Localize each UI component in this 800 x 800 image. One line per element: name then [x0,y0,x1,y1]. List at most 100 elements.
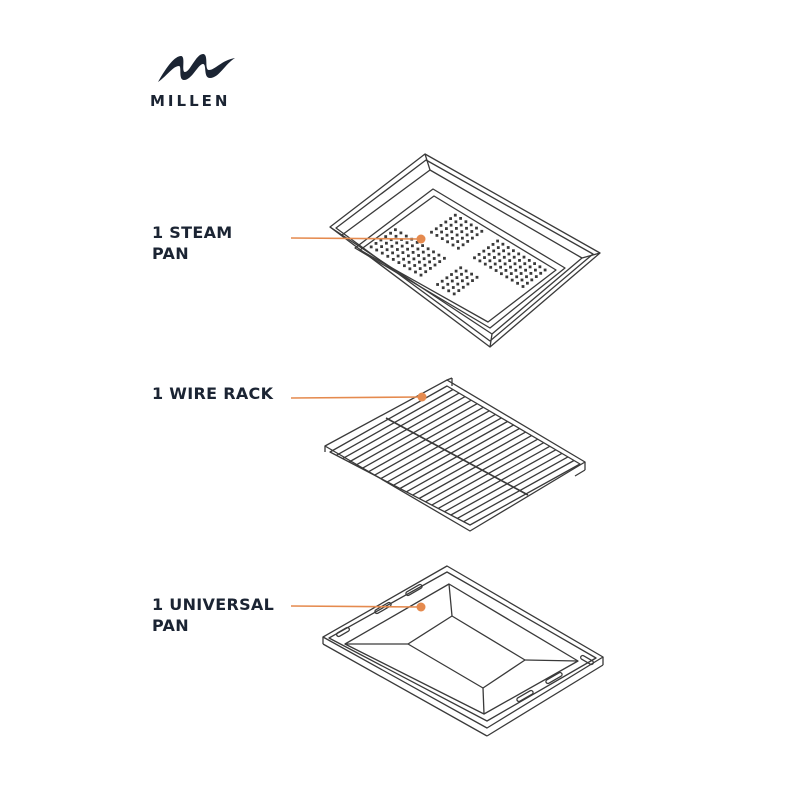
perforation-hole [483,262,487,266]
perforation-hole [411,251,415,254]
perforation-hole [443,256,446,260]
perforation-hole [488,259,492,263]
wire-rack-bar [342,392,460,460]
perforation-hole [493,256,496,259]
perforation-hole [440,279,444,283]
perforation-hole [530,278,534,282]
perforation-hole [494,269,498,272]
perforation-hole [471,279,474,282]
perforation-hole [516,281,519,285]
perforation-hole [543,268,547,272]
perforation-hole [456,240,460,243]
perforation-hole [390,244,394,248]
perforation-hole [492,249,496,253]
perforation-hole [426,247,430,251]
perforation-hole [478,259,482,263]
perforation-hole [450,230,454,234]
perforation-hole [465,233,469,237]
perforation-hole [397,261,401,264]
wire-rack-bar [412,431,526,496]
perforation-hole [506,246,510,249]
perforation-hole [437,253,441,257]
perforation-hole [445,227,448,230]
perforation-hole [473,256,476,260]
perforation-hole [487,246,490,250]
brand-wave-icon [158,54,235,82]
wire-rack-drawing [324,377,586,532]
perforation-hole [475,275,479,279]
perforation-hole [396,248,399,251]
perforation-hole [374,242,378,245]
perforation-hole [491,243,495,246]
perforation-hole [424,270,428,274]
callout-lines [290,234,427,612]
perforation-hole [446,240,449,244]
perforation-hole [514,268,518,272]
wire-rack-bar [386,417,502,483]
perforation-hole [450,279,454,283]
perforation-hole [499,265,502,269]
perforation-hole [430,230,433,234]
perforation-hole [501,242,505,246]
universal-pan-label-line1: 1 UNIVERSAL [152,595,275,614]
perforation-hole [404,234,408,238]
perforation-hole [483,256,486,259]
perforation-hole [451,243,455,247]
perforation-hole [396,254,400,258]
perforation-hole [518,259,521,262]
perforation-hole [440,237,444,240]
perforation-hole [394,228,397,232]
perforation-hole [421,250,425,254]
brand-logo: MILLEN [150,48,245,112]
perforation-hole [402,257,405,261]
perforation-hole [497,252,501,256]
perforation-hole [538,265,542,269]
perforation-hole [369,245,373,249]
perforation-hole [461,285,465,289]
perforation-hole [451,286,455,289]
perforation-hole [503,262,507,266]
perforation-hole [456,282,460,286]
wire-rack-leader [290,396,422,399]
perforation-hole [414,270,417,274]
perforation-hole [412,257,416,261]
perforation-hole [418,267,422,270]
wire-rack-bar [418,435,532,500]
perforation-hole [454,269,458,273]
perforation-hole [464,220,468,224]
perforation-hole [447,289,451,293]
perforation-hole [406,247,409,251]
perforation-hole [395,241,399,245]
perforation-hole [512,249,515,253]
universal-pan-label-line2: PAN [152,616,189,635]
wire-rack-bar [355,399,472,466]
perforation-hole [444,220,448,224]
perforation-hole [411,244,414,248]
wire-rack-label-line1: 1 WIRE RACK [152,384,274,403]
perforation-hole [475,233,479,237]
wire-rack-bar [374,410,490,476]
perforation-hole [403,264,406,268]
perforation-hole [498,259,502,263]
perforation-hole [522,255,526,259]
perforation-hole [459,217,462,220]
universal-pan-drawing [322,565,604,737]
universal-pan-label: 1 UNIVERSAL PAN [152,594,274,636]
perforation-hole [513,262,517,266]
perforation-hole [477,253,481,256]
wire-rack-bar [367,406,484,473]
perforation-hole [391,251,394,255]
perforation-hole [527,259,531,262]
perforation-hole [389,238,393,242]
perforation-hole [496,246,500,249]
perforation-hole [518,265,522,269]
wire-rack-bar [450,452,563,516]
perforation-hole [408,267,412,271]
perforation-hole [450,237,454,240]
wire-rack-bars [336,388,575,523]
perforation-hole [453,213,457,217]
perforation-hole [432,250,435,254]
perforation-hole [384,235,388,238]
perforation-hole [521,285,525,288]
perforation-hole [416,247,420,251]
